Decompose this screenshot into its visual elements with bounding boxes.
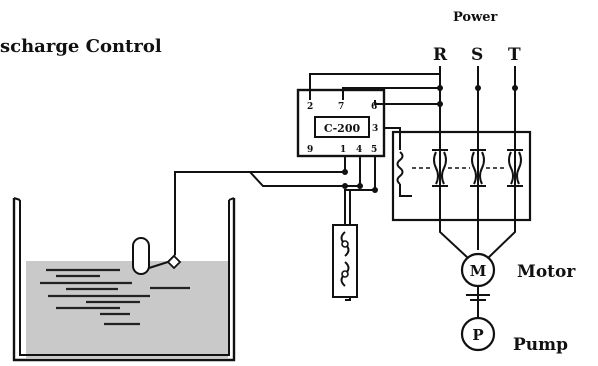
power-label: Power xyxy=(453,10,498,25)
terminal-3: 3 xyxy=(372,124,378,134)
phase-t-label: T xyxy=(508,45,521,65)
coupling xyxy=(466,286,490,318)
motor-symbol: M xyxy=(460,252,496,288)
level-switch xyxy=(332,224,358,298)
controller-box: C-200 2 7 6 3 9 1 4 5 xyxy=(296,88,386,158)
pump-label: Pump xyxy=(513,335,568,355)
phase-r-label: R xyxy=(433,45,448,65)
terminal-1: 1 xyxy=(340,145,346,155)
float-switch xyxy=(132,237,182,275)
control-wires xyxy=(174,156,378,301)
controller-model: C-200 xyxy=(324,122,361,135)
terminal-9: 9 xyxy=(307,145,313,155)
motor-label: Motor xyxy=(517,262,576,282)
terminal-4: 4 xyxy=(356,145,362,155)
diagram-title: scharge Control xyxy=(0,36,162,57)
phase-s-label: S xyxy=(471,45,483,65)
controller-supply-wires xyxy=(309,73,440,105)
water-ripples xyxy=(40,268,190,326)
motor-letter: M xyxy=(470,262,487,280)
pump-letter: P xyxy=(472,326,483,344)
phase-lines xyxy=(437,66,518,230)
motor-feed xyxy=(439,220,516,259)
terminal-2: 2 xyxy=(307,102,313,112)
terminal-6: 6 xyxy=(371,102,377,112)
water-tank xyxy=(12,197,236,362)
terminal-5: 5 xyxy=(371,145,377,155)
pump-symbol: P xyxy=(460,316,496,352)
magnetic-contactor xyxy=(384,127,532,222)
terminal-7: 7 xyxy=(338,102,344,112)
